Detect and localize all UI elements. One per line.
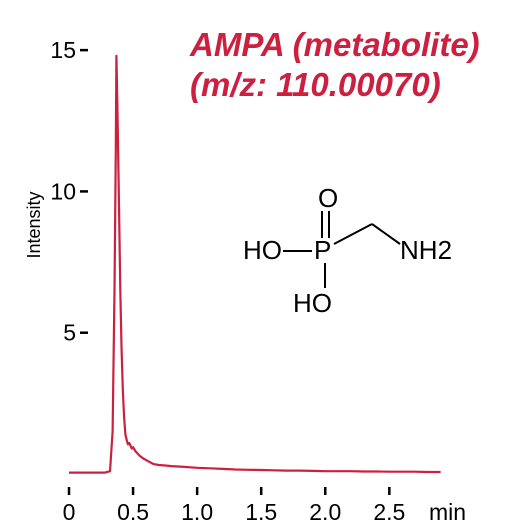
x-axis-unit-label: min [429,499,466,524]
atom-ho-bottom: HO [293,288,332,318]
atom-p: P [314,235,331,265]
atom-nh2: NH2 [400,235,452,265]
x-tick-label: 0 [63,499,76,524]
y-tick-label: 10 [50,178,76,204]
molecule-structure: O HO P NH2 HO [243,183,452,318]
x-tick-label: 1.5 [245,499,277,524]
chromatogram-line [69,54,441,474]
x-tick-label: 2.0 [309,499,341,524]
y-tick-label: 5 [63,320,76,346]
atom-ho-left: HO [243,235,282,265]
chart-title-line-1: AMPA (metabolite) [189,26,480,63]
x-tick-label: 2.5 [373,499,405,524]
chart-title-line-2: (m/z: 110.00070) [190,66,441,103]
x-tick-label: 0.5 [117,499,149,524]
y-axis-label: Intensity [24,191,44,258]
bond-ch2-n [371,223,401,245]
y-tick-label: 15 [50,37,76,63]
bond-p-ch2 [333,223,373,245]
atom-o-top: O [318,183,338,213]
y-axis-ticks: 5 10 15 [50,37,88,346]
x-axis-ticks: 0 0.5 1.0 1.5 2.0 2.5 [63,487,405,524]
x-tick-label: 1.0 [181,499,213,524]
